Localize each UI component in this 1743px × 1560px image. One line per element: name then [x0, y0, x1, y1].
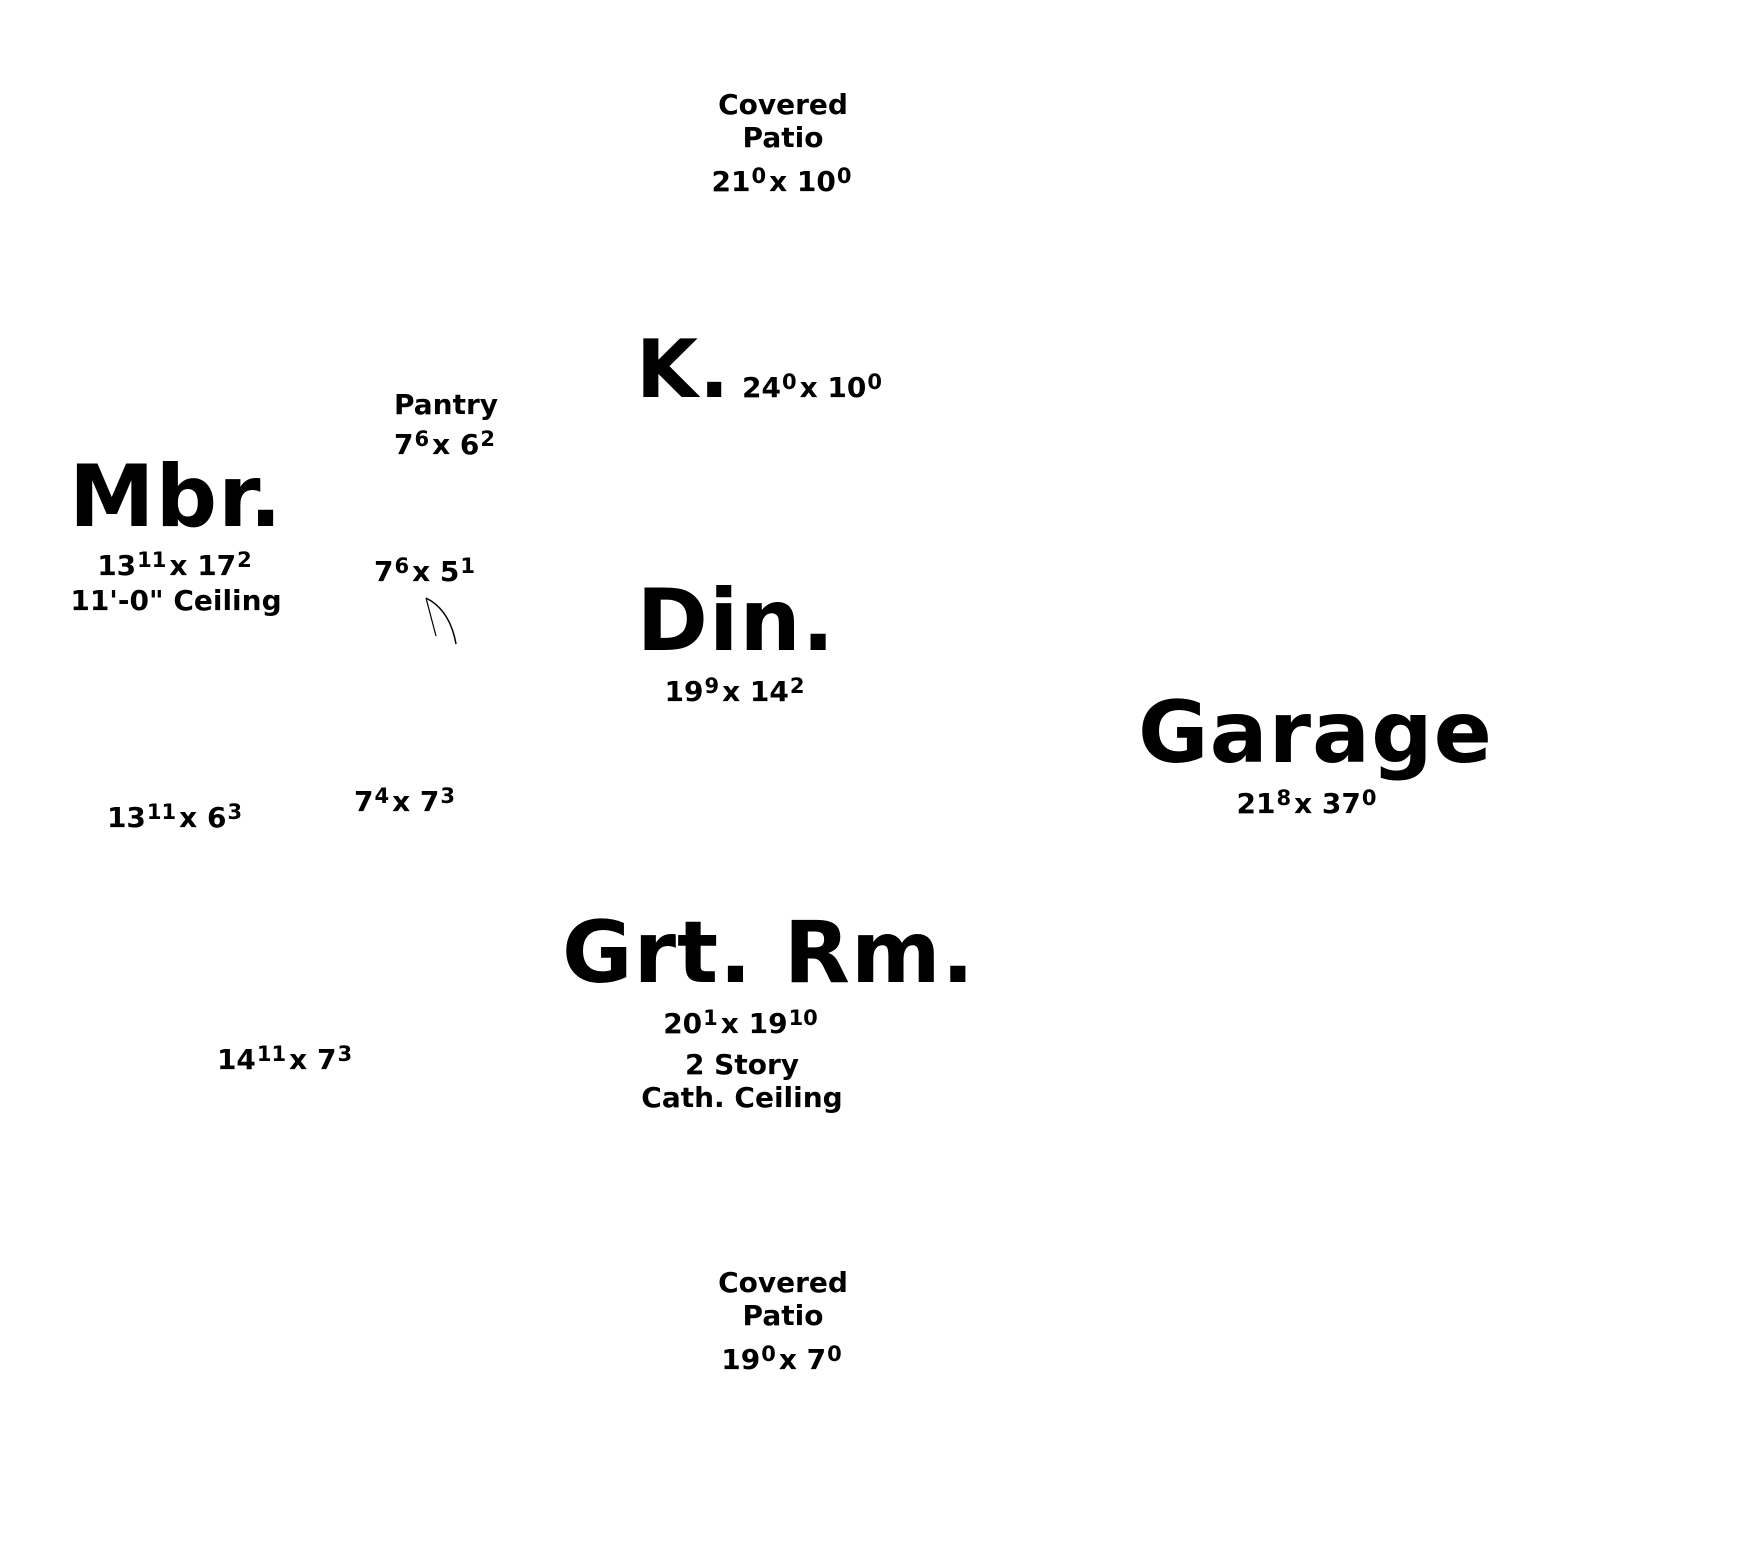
door-swing-arc: [425, 597, 457, 645]
room-name: K.: [636, 323, 731, 416]
room-name: Grt. Rm.: [562, 903, 976, 1003]
story-note: 2 Story: [684, 1048, 800, 1081]
room-name: Din.: [636, 571, 836, 671]
ceiling-note: 11'-0" Ceiling: [70, 584, 282, 617]
ceiling-note: Cath. Ceiling: [641, 1081, 843, 1115]
room-name: Pantry: [393, 388, 499, 421]
room-name: Mbr.: [69, 447, 283, 547]
room-name: Garage: [1138, 683, 1493, 783]
room-name: Patio: [742, 121, 824, 155]
room-name: Covered: [718, 88, 848, 121]
room-name: Patio: [742, 1299, 824, 1333]
room-name: Covered: [718, 1266, 848, 1299]
